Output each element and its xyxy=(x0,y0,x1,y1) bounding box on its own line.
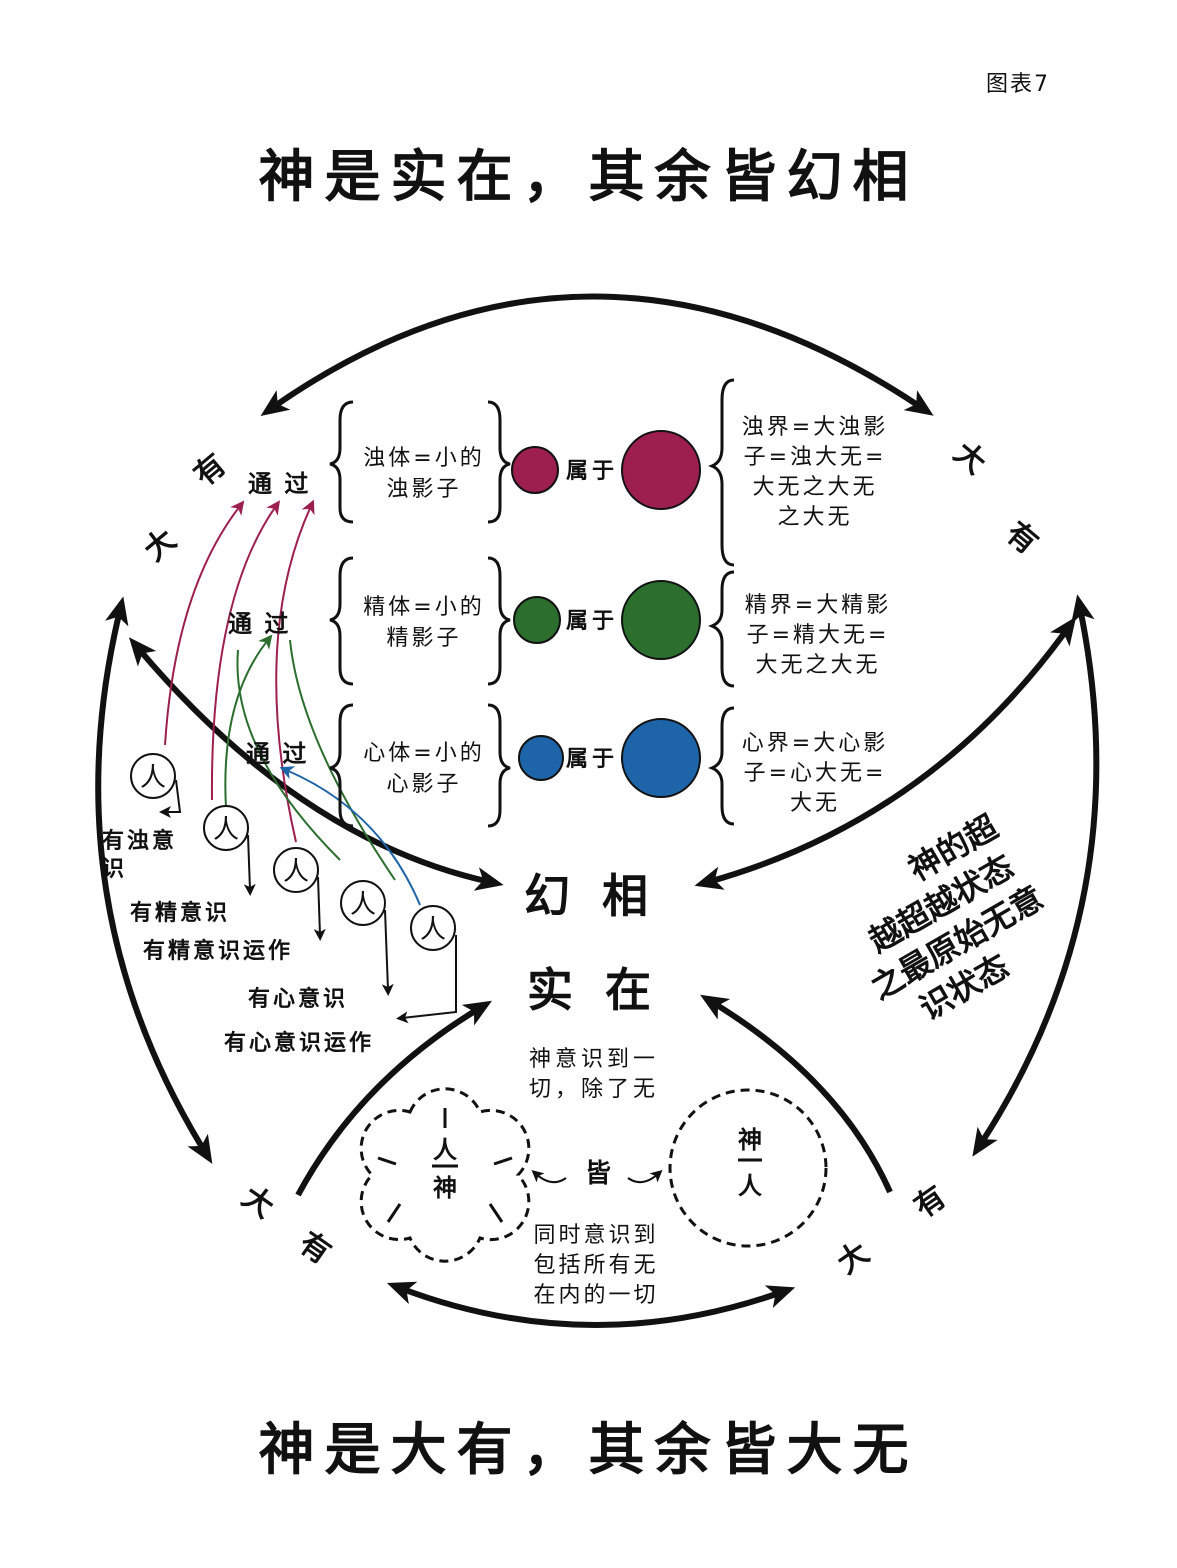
svg-text:人: 人 xyxy=(213,815,239,845)
subtle-consciousness: 有精意识 xyxy=(130,900,230,926)
person-subtle-working: 人 xyxy=(273,847,326,941)
arc-top xyxy=(260,293,934,417)
mental-arrow-1 xyxy=(279,766,421,906)
subtle-consciousness-working: 有精意识运作 xyxy=(143,938,293,964)
svg-text:人: 人 xyxy=(140,763,166,793)
gross-world-line1: 浊界=大浊影 xyxy=(742,415,888,440)
mental-body-line2: 心影子 xyxy=(386,772,461,797)
man-god-bottom: 神 xyxy=(433,1174,457,1202)
mental-consciousness: 有心意识 xyxy=(248,986,348,1012)
mental-belongs: 属于 xyxy=(566,747,618,772)
gross-belongs: 属于 xyxy=(566,459,618,484)
subtle-arrow-3 xyxy=(289,639,396,881)
simultaneous-line3: 在内的一切 xyxy=(533,1283,658,1308)
god-man-top: 神 xyxy=(738,1126,762,1154)
through-mental: 通 过 xyxy=(246,740,308,768)
subtle-body-line1: 精体=小的 xyxy=(363,595,484,620)
god-conscious-line2: 切，除了无 xyxy=(529,1077,659,1102)
simultaneous-line1: 同时意识到 xyxy=(533,1223,658,1248)
subtle-arrow-2 xyxy=(236,649,341,861)
svg-text:人: 人 xyxy=(283,857,309,887)
svg-text:大: 大 xyxy=(831,1235,876,1281)
center-reality: 实 在 xyxy=(527,963,659,1017)
gross-consciousness-line2: 识 xyxy=(102,857,124,882)
gross-world-line3: 大无之大无 xyxy=(752,475,877,500)
title-bottom: 神是大有，其余皆大无 xyxy=(258,1418,919,1483)
title-top: 神是实在，其余皆幻相 xyxy=(258,145,919,210)
row-subtle: 精体=小的 精影子 属于 精界=大精影 子=精大无= 大无之大无 xyxy=(363,580,891,678)
figure-label: 图表7 xyxy=(986,72,1050,97)
svg-text:有: 有 xyxy=(908,1179,953,1225)
person-mental: 人 xyxy=(340,880,394,996)
simultaneous-line2: 包括所有无 xyxy=(533,1253,658,1278)
great-being-bottom-left: 大 有 xyxy=(235,1179,337,1271)
person-subtle: 人 xyxy=(203,805,256,896)
dashed-circle-god-man xyxy=(668,1088,828,1248)
svg-text:大: 大 xyxy=(947,435,992,481)
svg-text:大: 大 xyxy=(138,522,183,568)
gross-small-circle xyxy=(511,446,559,494)
svg-text:人: 人 xyxy=(420,915,446,945)
gross-body-line2: 浊影子 xyxy=(386,477,461,502)
mental-body-line1: 心体=小的 xyxy=(363,741,484,766)
gross-consciousness-line1: 有浊意 xyxy=(102,828,177,854)
great-being-bottom-right: 大 有 xyxy=(831,1179,953,1281)
through-gross: 通 过 xyxy=(248,470,310,498)
svg-text:大: 大 xyxy=(235,1179,280,1225)
subtle-world-line2: 子=精大无= xyxy=(747,623,890,648)
gross-arrow-2 xyxy=(210,500,281,801)
mental-small-circle xyxy=(518,735,564,781)
subtle-large-circle xyxy=(621,580,701,660)
row-gross: 浊体=小的 浊影子 属于 浊界=大浊影 子=浊大无= 大无之大无 之大无 xyxy=(363,415,888,530)
mental-consciousness-working: 有心意识运作 xyxy=(224,1030,374,1056)
arc-bottom xyxy=(386,1281,796,1328)
arc-left xyxy=(95,596,213,1164)
arrow-bottomleft-to-reality xyxy=(295,1000,493,1197)
subtle-arrow-1 xyxy=(224,634,273,809)
mental-world-line2: 子=心大无= xyxy=(744,761,887,786)
arrow-right-to-illusion xyxy=(694,616,1077,890)
arc-right xyxy=(972,594,1100,1157)
man-god-top: 人 xyxy=(433,1136,457,1164)
svg-text:人: 人 xyxy=(350,890,376,920)
row-mental: 心体=小的 心影子 属于 心界=大心影 子=心大无= 大无 xyxy=(363,718,888,816)
gross-arrow-1 xyxy=(164,500,245,746)
all-label: 皆 xyxy=(585,1159,611,1189)
svg-text:有: 有 xyxy=(188,447,233,493)
gross-world-line4: 之大无 xyxy=(777,505,852,530)
arrow-bottomright-to-reality xyxy=(700,994,893,1194)
mental-large-circle xyxy=(621,718,701,798)
gross-large-circle xyxy=(621,430,701,510)
arrow-left-to-illusion xyxy=(128,637,504,891)
braces xyxy=(329,378,735,828)
person-mental-working: 人 xyxy=(396,905,457,1024)
god-conscious-line1: 神意识到一 xyxy=(529,1047,659,1072)
svg-text:有: 有 xyxy=(292,1225,337,1271)
subtle-body-line2: 精影子 xyxy=(386,626,461,651)
svg-text:有: 有 xyxy=(999,515,1044,561)
subtle-belongs: 属于 xyxy=(566,609,618,634)
mental-world-line3: 大无 xyxy=(790,791,840,816)
subtle-world-line1: 精界=大精影 xyxy=(745,593,891,618)
through-subtle: 通 过 xyxy=(228,610,290,638)
person-gross: 人 xyxy=(130,753,182,818)
subtle-small-circle xyxy=(513,596,561,644)
flower-ticks xyxy=(377,1108,513,1223)
mental-world-line1: 心界=大心影 xyxy=(742,731,888,756)
gross-world-line2: 子=浊大无= xyxy=(744,445,887,470)
subtle-world-line3: 大无之大无 xyxy=(755,653,880,678)
gross-body-line1: 浊体=小的 xyxy=(363,446,484,471)
god-man-bottom: 人 xyxy=(738,1172,762,1200)
great-being-top-right: 大 有 xyxy=(947,435,1044,561)
center-illusion: 幻 相 xyxy=(524,869,656,923)
beyond-state: 神的超 越超越状态 之最原始无意 识状态 xyxy=(862,807,1049,1028)
great-being-top-left: 大 有 xyxy=(138,447,233,568)
flower-man-god xyxy=(359,1087,531,1263)
gross-arrow-3 xyxy=(275,499,315,843)
